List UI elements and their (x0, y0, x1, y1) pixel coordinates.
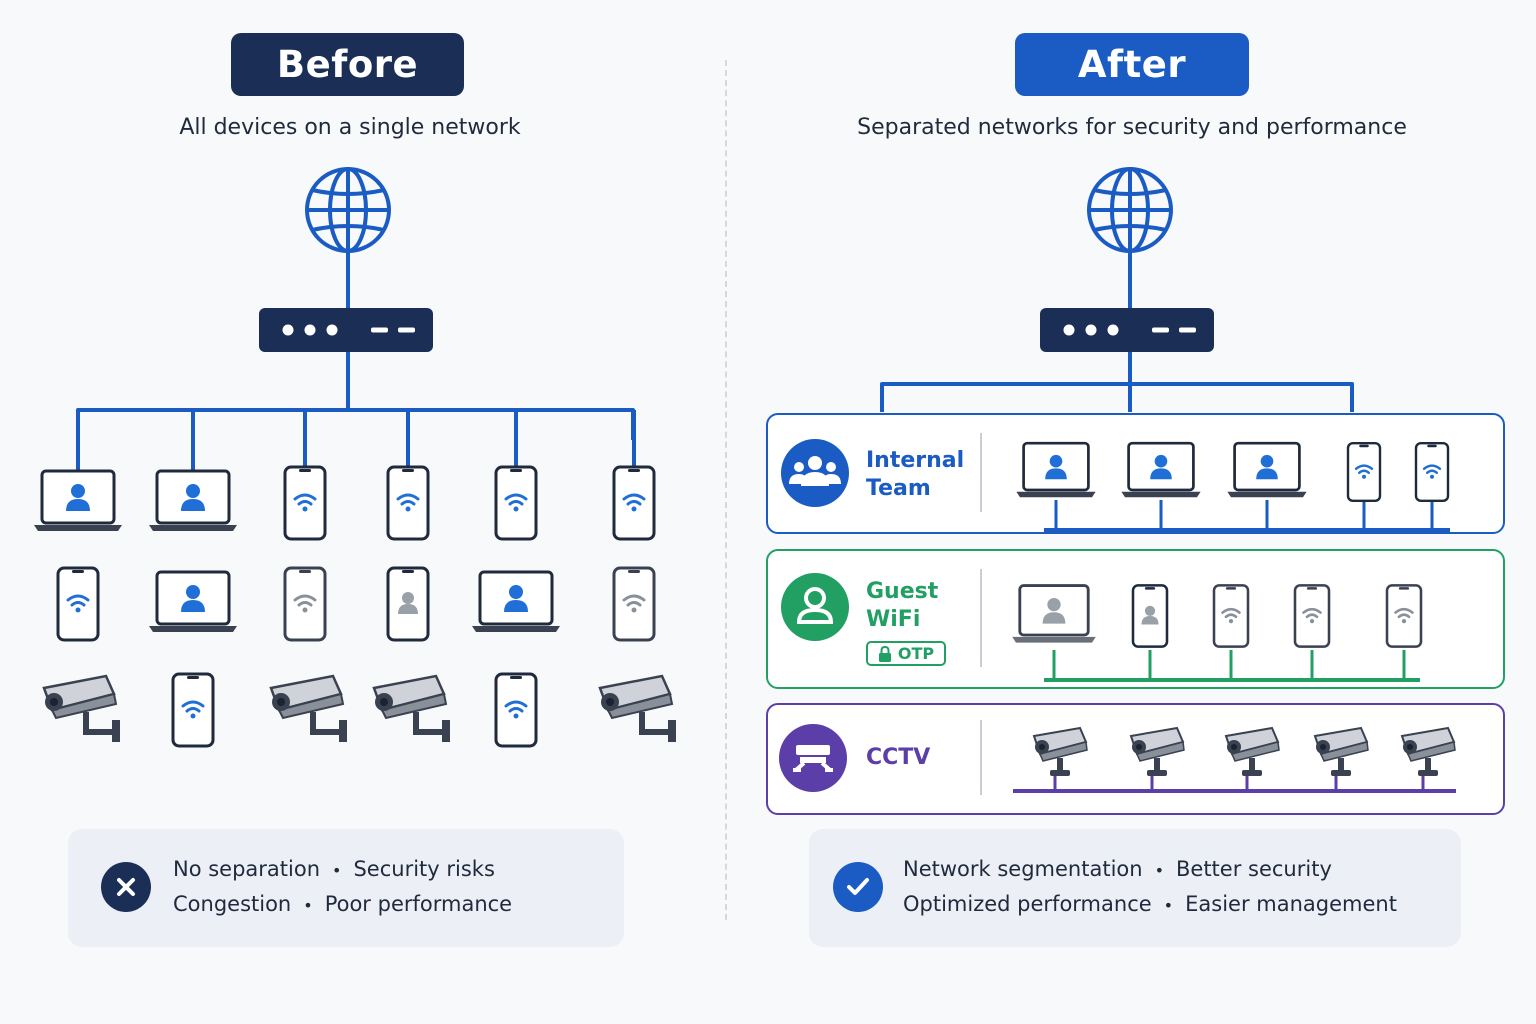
before-title: Before (231, 33, 464, 96)
otp-label: OTP (897, 644, 935, 663)
summary-item: Network segmentation (903, 857, 1143, 881)
phone-icon (386, 566, 430, 642)
segment-label-cctv: CCTV (866, 744, 930, 772)
segment-label-guest: Guest WiFi (866, 578, 938, 634)
before-subtitle: All devices on a single network (179, 115, 521, 140)
laptop-icon (470, 570, 562, 634)
phone-icon (283, 566, 327, 642)
summary-item: Better security (1176, 857, 1332, 881)
x-circle-icon (101, 862, 151, 912)
phone-icon (283, 465, 327, 541)
phone-icon (612, 566, 656, 642)
after-title: After (1015, 33, 1249, 96)
before-summary: No separation•Security risks Congestion•… (68, 829, 624, 947)
phone-icon (386, 465, 430, 541)
before-summary-line2: Congestion•Poor performance (173, 892, 513, 916)
segment-label-line1: CCTV (866, 745, 931, 770)
segment-label-line2: Team (866, 476, 931, 501)
segment-label-line2: WiFi (866, 607, 921, 632)
before-summary-line1: No separation•Security risks (173, 857, 495, 881)
otp-badge: OTP (866, 641, 946, 666)
check-circle-icon (833, 862, 883, 912)
camera-icon (271, 676, 347, 742)
segment-internal-team (766, 413, 1505, 534)
camera-icon (44, 676, 120, 742)
phone-icon (494, 672, 538, 748)
segment-label-line1: Guest (866, 579, 939, 604)
laptop-icon (32, 469, 124, 533)
summary-item: Security risks (353, 857, 495, 881)
summary-item: Optimized performance (903, 892, 1152, 916)
after-summary-line2: Optimized performance•Easier management (903, 892, 1397, 916)
phone-icon (56, 566, 100, 642)
camera-icon (600, 676, 676, 742)
segment-label-internal: Internal Team (866, 447, 964, 503)
segment-label-line1: Internal (866, 448, 965, 473)
phone-icon (494, 465, 538, 541)
laptop-icon (147, 570, 239, 634)
after-subtitle: Separated networks for security and perf… (857, 115, 1407, 140)
summary-item: Congestion (173, 892, 292, 916)
after-summary: Network segmentation•Better security Opt… (809, 829, 1461, 947)
laptop-icon (147, 469, 239, 533)
phone-icon (612, 465, 656, 541)
summary-item: Poor performance (324, 892, 513, 916)
after-summary-line1: Network segmentation•Better security (903, 857, 1332, 881)
phone-icon (171, 672, 215, 748)
summary-item: Easier management (1185, 892, 1397, 916)
lock-icon (878, 645, 891, 662)
center-divider (725, 60, 727, 920)
camera-icon (374, 676, 450, 742)
summary-item: No separation (173, 857, 321, 881)
